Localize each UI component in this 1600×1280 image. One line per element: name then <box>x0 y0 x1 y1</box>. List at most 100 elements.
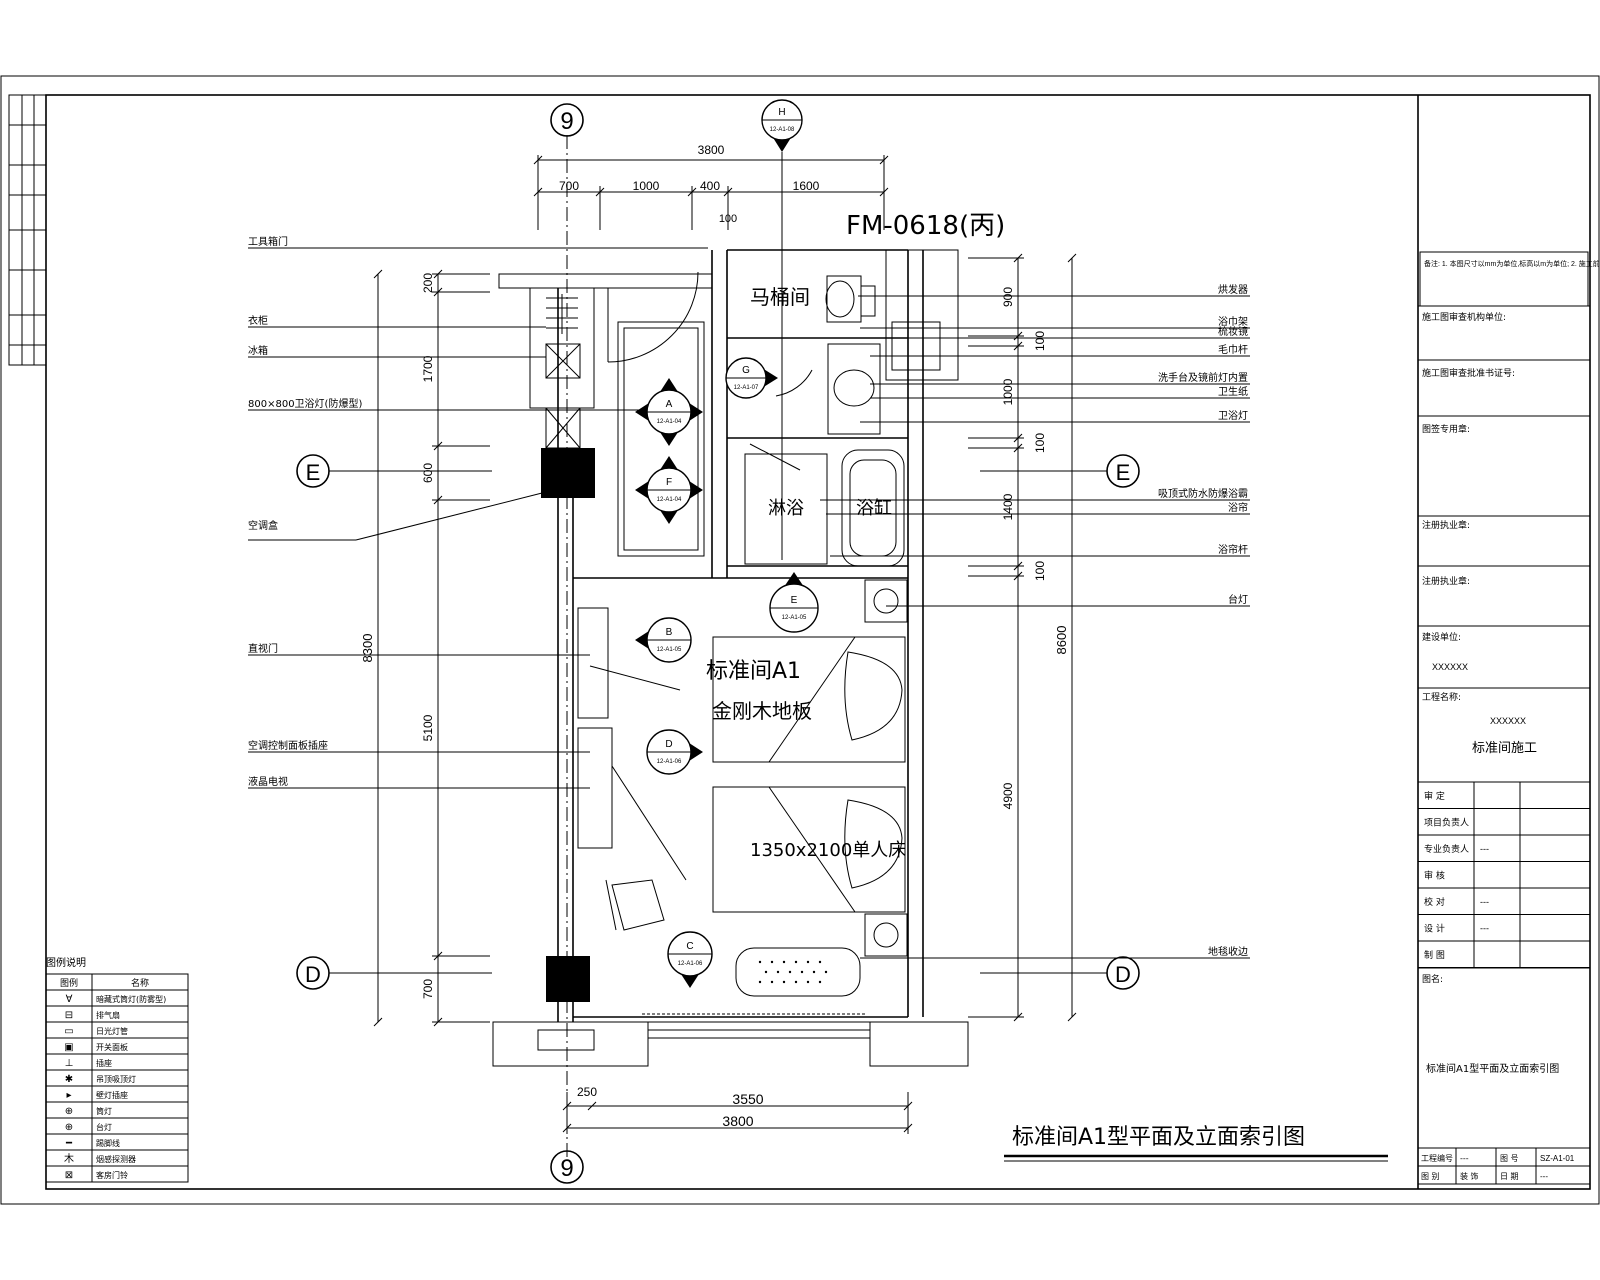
legend-symbol: ▣ <box>64 1042 73 1053</box>
title-block: 备注: 1. 本图尺寸以mm为单位,标高以m为单位; 2. 施工前请核对现场尺寸… <box>1417 95 1600 1189</box>
footer-label-2: 图 号 <box>1500 1154 1519 1163</box>
balcony-right <box>869 1021 969 1067</box>
dim-top-total: 3800 <box>698 143 725 157</box>
index-bottom: 12-A1-06 <box>678 961 703 967</box>
legend-symbol: ⊟ <box>65 1010 73 1021</box>
right-leader-label: 梳妆镜 <box>1218 325 1248 338</box>
dim-top-part: 400 <box>700 179 720 193</box>
armchair <box>611 879 665 931</box>
index-bottom: 12-A1-04 <box>657 419 682 425</box>
dim-right-part: 900 <box>1001 287 1015 307</box>
bed-label: 1350x2100单人床 <box>750 840 906 861</box>
reg-arch: 注册执业章: <box>1422 519 1470 531</box>
legend-name: 台灯 <box>96 1122 112 1132</box>
legend-table: 图例说明 图例名称∀暗藏式筒灯(防雾型)⊟排气扇▭日光灯管▣开关面板⊥插座✱吊顶… <box>45 956 189 1183</box>
axis-bubble-e-right <box>1106 454 1140 488</box>
axis-e-left-label: E <box>306 460 321 485</box>
dim-left-part: 600 <box>421 463 435 483</box>
right-leader-label: 台灯 <box>1228 593 1248 606</box>
sign-row-label: 审 定 <box>1424 790 1445 802</box>
title-notes: 备注: 1. 本图尺寸以mm为单位,标高以m为单位; 2. 施工前请核对现场尺寸… <box>1424 259 1600 268</box>
grid-axes: 9 9 E E D D <box>296 103 1140 1184</box>
index-symbol: F12-A1-04 <box>635 456 703 524</box>
legend-symbol: ⊥ <box>65 1058 74 1069</box>
dim-right-total: 8600 <box>1054 626 1069 655</box>
legend-name: 日光灯管 <box>96 1026 128 1036</box>
dim-bottom-inner: 3550 <box>732 1091 763 1107</box>
index-symbols: G12-A1-07A12-A1-04F12-A1-04E12-A1-05B12-… <box>635 99 819 988</box>
dim-tick <box>1067 253 1077 263</box>
legend-symbol: ⽊ <box>64 1153 74 1165</box>
wash-counter <box>827 343 881 435</box>
reg-struct: 注册执业章: <box>1422 575 1470 587</box>
dim-right-part: 100 <box>1033 561 1047 581</box>
bathtub <box>841 449 905 567</box>
dim-top-part: 1600 <box>793 179 820 193</box>
left-leader-label: 工具箱门 <box>248 235 288 248</box>
index-symbol: D12-A1-06 <box>646 729 703 775</box>
left-leader-label: 800×800卫浴灯(防爆型) <box>248 397 362 410</box>
left-leader-label: 空调控制面板插座 <box>248 739 328 752</box>
legend-frame <box>45 973 189 1183</box>
room-text: 马桶间 淋浴 浴缸 标准间A1 金刚木地板 1350x2100单人床 FM-06… <box>706 211 1388 1162</box>
left-leader-label: 衣柜 <box>248 314 268 327</box>
right-leaders: 烘发器浴巾架梳妆镜毛巾杆洗手台及镜前灯内置卫生纸卫浴灯吸顶式防水防爆浴霸浴帘浴帘… <box>820 283 1250 959</box>
index-bottom: 12-A1-08 <box>770 127 795 133</box>
index-symbol: E12-A1-05 <box>769 572 819 633</box>
footer-value: 装 饰 <box>1460 1171 1479 1181</box>
legend-name: 插座 <box>96 1058 112 1068</box>
sign-row-value: --- <box>1480 844 1489 854</box>
dim-left-total: 8300 <box>360 634 375 663</box>
legend-symbol: ━ <box>65 1138 73 1149</box>
dim-tick <box>373 269 383 279</box>
shower-label: 淋浴 <box>768 498 804 519</box>
bed-upper <box>712 636 906 763</box>
legend-header-name: 名称 <box>131 977 149 989</box>
project-value-2: 标准间施工 <box>1472 741 1537 756</box>
right-leader-label: 浴巾架 <box>1218 315 1248 328</box>
bed-lower <box>712 786 906 913</box>
axis-d-right-label: D <box>1115 962 1131 987</box>
dim-top-small: 100 <box>719 213 737 225</box>
axis-bubble-d-right <box>1106 956 1140 990</box>
index-symbol: H12-A1-08 <box>761 99 803 152</box>
floor-finish: 金刚木地板 <box>712 699 812 723</box>
index-symbol: B12-A1-05 <box>635 617 692 663</box>
dim-tick <box>1067 1012 1077 1022</box>
dim-right-part: 100 <box>1033 433 1047 453</box>
index-symbol: A 12-A1-04 <box>635 378 703 446</box>
right-leader-label: 卫生纸 <box>1218 385 1248 398</box>
toilet <box>826 275 862 323</box>
left-leader-label: 液晶电视 <box>248 775 288 788</box>
wash-basin <box>833 369 875 407</box>
footer-value-2: SZ-A1-01 <box>1540 1154 1575 1163</box>
project-label: 工程名称: <box>1422 691 1461 703</box>
dim-top-part: 700 <box>559 179 579 193</box>
toilet-room-label: 马桶间 <box>750 285 810 309</box>
footer-value: --- <box>1460 1154 1469 1163</box>
sign-row-label: 设 计 <box>1424 923 1445 935</box>
balcony-left <box>492 1021 649 1067</box>
right-leader-label: 地毯收边 <box>1208 945 1248 958</box>
sign-row-label: 校 对 <box>1424 896 1445 908</box>
dim-left-part: 1700 <box>421 355 435 382</box>
legend-symbol: ▭ <box>64 1026 73 1037</box>
legend-name: 筒灯 <box>96 1106 112 1116</box>
index-top: G <box>742 365 750 376</box>
dim-bottom-total: 3800 <box>722 1113 753 1129</box>
inner-frame <box>45 94 1591 1190</box>
sign-row-label: 项目负责人 <box>1424 817 1469 829</box>
legend-name: 开关面板 <box>96 1042 128 1052</box>
axis-d-left-label: D <box>305 962 321 987</box>
legend-name: 暗藏式筒灯(防雾型) <box>96 994 166 1004</box>
index-top: A <box>666 399 673 410</box>
left-leader-label: 空调盒 <box>248 519 278 532</box>
legend-name: 吊顶吸顶灯 <box>96 1074 136 1084</box>
review-unit: 施工图审查机构单位: <box>1422 311 1506 323</box>
dim-tick <box>587 1101 597 1111</box>
door-code: FM-0618(丙) <box>846 211 1005 241</box>
right-leader-label: 毛巾杆 <box>1218 343 1248 356</box>
